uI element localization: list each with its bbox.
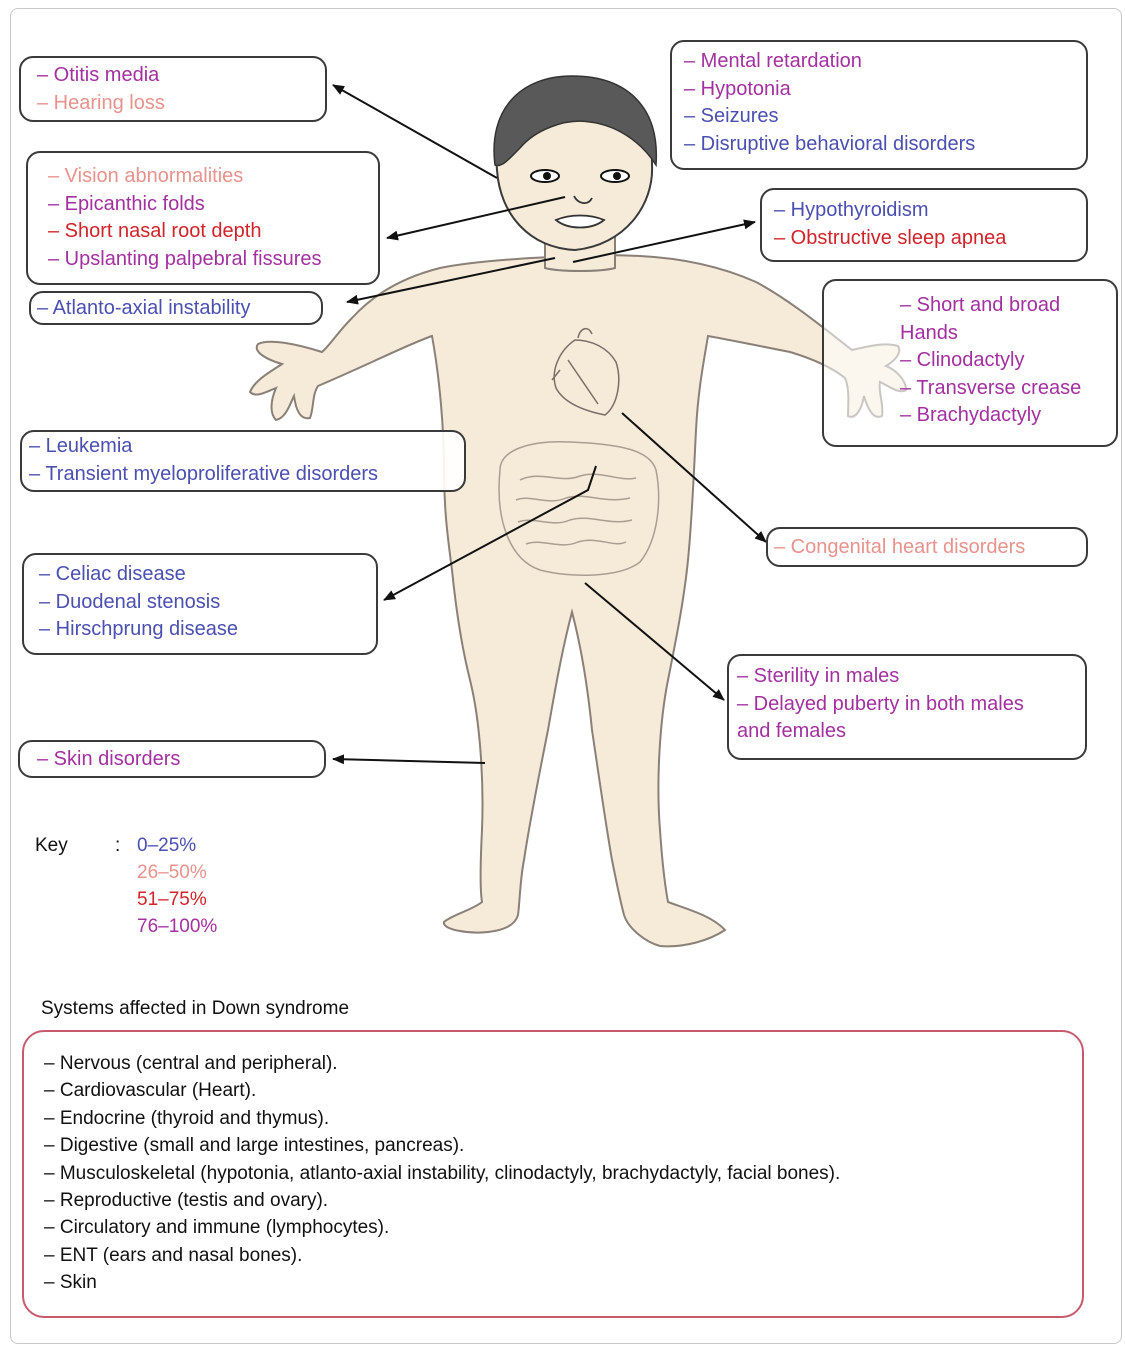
finding-item: and females [737,718,1024,746]
callout-reproductive: – Sterility in males– Delayed puberty in… [727,654,1087,760]
system-item: – ENT (ears and nasal bones). [44,1242,1082,1269]
finding-item: – Hearing loss [37,90,165,118]
finding-item: – Clinodactyly [900,347,1081,375]
key-label: Key [35,835,68,857]
finding-item: – Atlanto-axial instability [37,295,250,323]
finding-item: – Transverse crease [900,375,1081,403]
callout-eyes: – Vision abnormalities– Epicanthic folds… [26,151,380,285]
key-range-26-50: 26–50% [137,862,207,884]
key-separator: : [115,835,120,857]
finding-item: Hands [900,320,1081,348]
finding-item: – Otitis media [37,62,165,90]
blood-findings-list: – Leukemia– Transient myeloproliferative… [29,433,378,488]
key-range-51-75: 51–75% [137,889,207,911]
finding-item: – Skin disorders [37,746,180,774]
head-drawing [494,76,656,250]
finding-item: – Upslanting palpebral fissures [48,246,322,274]
finding-item: – Celiac disease [39,561,238,589]
callout-gut: – Celiac disease– Duodenal stenosis– Hir… [22,553,378,655]
eyes-findings-list: – Vision abnormalities– Epicanthic folds… [48,163,322,273]
callout-blood: – Leukemia– Transient myeloproliferative… [20,430,466,492]
neck-findings-list: – Atlanto-axial instability [37,295,250,323]
reproductive-findings-list: – Sterility in males– Delayed puberty in… [737,663,1024,746]
system-item: – Digestive (small and large intestines,… [44,1132,1082,1159]
finding-item: – Sterility in males [737,663,1024,691]
finding-item: – Leukemia [29,433,378,461]
finding-item: – Seizures [684,103,975,131]
finding-item: – Brachydactyly [900,402,1081,430]
finding-item: – Hypothyroidism [774,197,1006,225]
finding-item: – Delayed puberty in both males [737,691,1024,719]
key-range-0-25: 0–25% [137,835,196,857]
system-item: – Cardiovascular (Heart). [44,1077,1082,1104]
callout-skin: – Skin disorders [18,740,326,778]
finding-item: – Mental retardation [684,48,975,76]
finding-item: – Disruptive behavioral disorders [684,131,975,159]
key-range-76-100: 76–100% [137,916,217,938]
finding-item: – Congenital heart disorders [774,534,1025,562]
systems-box: – Nervous (central and peripheral).– Car… [22,1030,1084,1318]
ears-findings-list: – Otitis media– Hearing loss [37,62,165,117]
brain-findings-list: – Mental retardation– Hypotonia– Seizure… [684,48,975,158]
system-item: – Endocrine (thyroid and thymus). [44,1105,1082,1132]
system-item: – Skin [44,1269,1082,1296]
finding-item: – Obstructive sleep apnea [774,225,1006,253]
systems-list: – Nervous (central and peripheral).– Car… [44,1050,1082,1297]
system-item: – Nervous (central and peripheral). [44,1050,1082,1077]
gut-findings-list: – Celiac disease– Duodenal stenosis– Hir… [39,561,238,644]
callout-ears: – Otitis media– Hearing loss [19,56,327,122]
system-item: – Circulatory and immune (lymphocytes). [44,1214,1082,1241]
heart-findings-list: – Congenital heart disorders [774,534,1025,562]
skin-findings-list: – Skin disorders [37,746,180,774]
system-item: – Reproductive (testis and ovary). [44,1187,1082,1214]
callout-brain: – Mental retardation– Hypotonia– Seizure… [670,40,1088,170]
finding-item: – Epicanthic folds [48,191,322,219]
systems-title: Systems affected in Down syndrome [41,998,349,1020]
callout-thyroid: – Hypothyroidism– Obstructive sleep apne… [760,188,1088,262]
finding-item: – Hirschprung disease [39,616,238,644]
finding-item: – Short nasal root depth [48,218,322,246]
finding-item: – Short and broad [900,292,1081,320]
thyroid-findings-list: – Hypothyroidism– Obstructive sleep apne… [774,197,1006,252]
callout-neck: – Atlanto-axial instability [29,291,323,325]
system-item: – Musculoskeletal (hypotonia, atlanto-ax… [44,1160,1082,1187]
finding-item: – Vision abnormalities [48,163,322,191]
callout-heart: – Congenital heart disorders [766,527,1088,567]
finding-item: – Transient myeloproliferative disorders [29,461,378,489]
finding-item: – Duodenal stenosis [39,589,238,617]
finding-item: – Hypotonia [684,76,975,104]
